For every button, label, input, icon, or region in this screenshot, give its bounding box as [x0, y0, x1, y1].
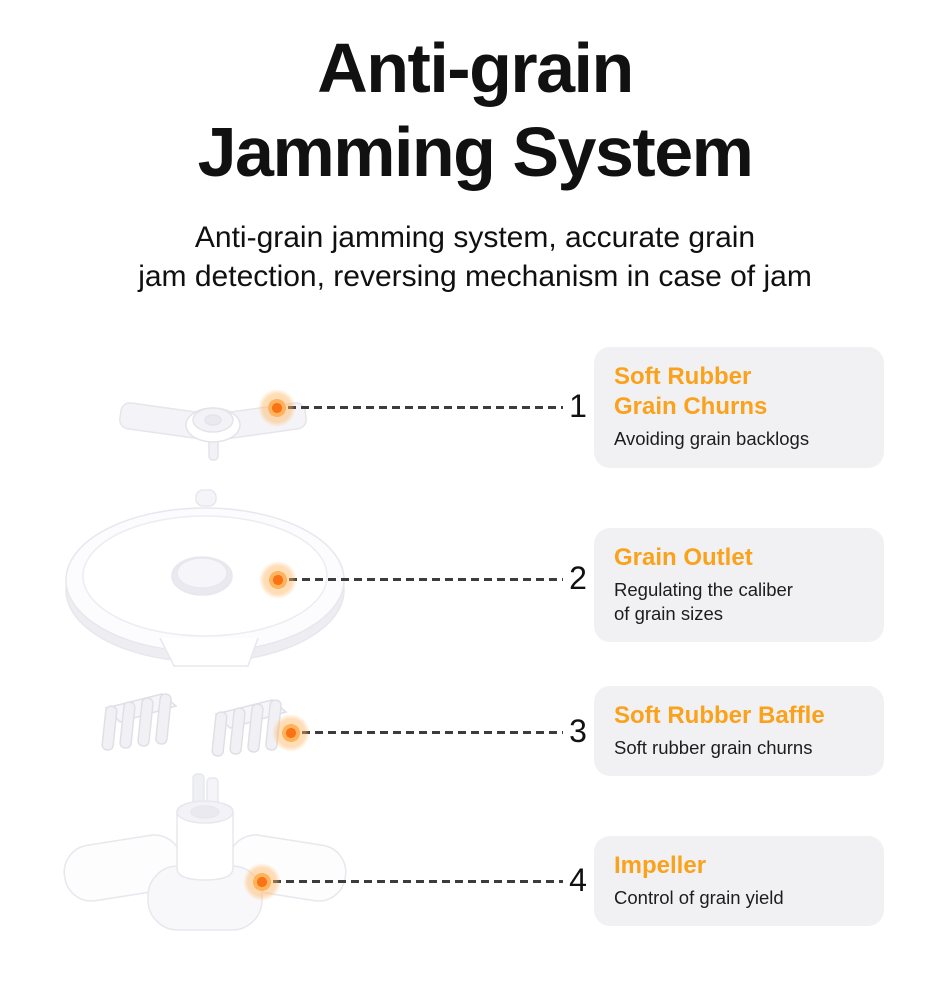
connector-line-2 — [289, 578, 563, 581]
highlight-dot-1 — [258, 389, 296, 427]
highlight-dot-4 — [243, 863, 281, 901]
highlight-dot-3 — [272, 714, 310, 752]
impeller-illustration — [60, 772, 350, 937]
connector-line-3 — [302, 731, 563, 734]
callout-card-2: Grain Outlet Regulating the caliber of g… — [594, 528, 884, 643]
callout-title: Impeller — [614, 852, 707, 879]
highlight-dot-2 — [259, 561, 297, 599]
callout-title: Soft Rubber Baffle — [614, 702, 825, 729]
callout-title: Soft Rubber Grain Churns — [614, 363, 768, 421]
callout-description: Regulating the caliber of grain sizes — [614, 579, 793, 625]
callout-number-1: 1 — [569, 388, 587, 424]
page-subtitle: Anti-grain jamming system, accurate grai… — [138, 221, 812, 293]
grain-churns-illustration — [110, 378, 315, 473]
callout-card-4: Impeller Control of grain yield — [594, 836, 884, 927]
callout-number-4: 4 — [569, 862, 587, 898]
callout-description: Avoiding grain backlogs — [614, 428, 810, 450]
callout-card-3: Soft Rubber Baffle Soft rubber grain chu… — [594, 686, 884, 777]
header: Anti-grain Jamming System Anti-grain jam… — [0, 0, 950, 296]
callout-number-3: 3 — [569, 713, 587, 749]
page-title: Anti-grain Jamming System — [197, 29, 754, 191]
grain-outlet-illustration — [62, 488, 348, 678]
callout-title: Grain Outlet — [614, 544, 753, 571]
callout-description: Control of grain yield — [614, 887, 784, 909]
connector-line-1 — [288, 406, 563, 409]
callout-card-1: Soft Rubber Grain Churns Avoiding grain … — [594, 347, 884, 468]
rubber-baffle-illustration — [98, 690, 298, 782]
callout-description: Soft rubber grain churns — [614, 737, 813, 759]
connector-line-4 — [273, 880, 563, 883]
callout-number-2: 2 — [569, 560, 587, 596]
